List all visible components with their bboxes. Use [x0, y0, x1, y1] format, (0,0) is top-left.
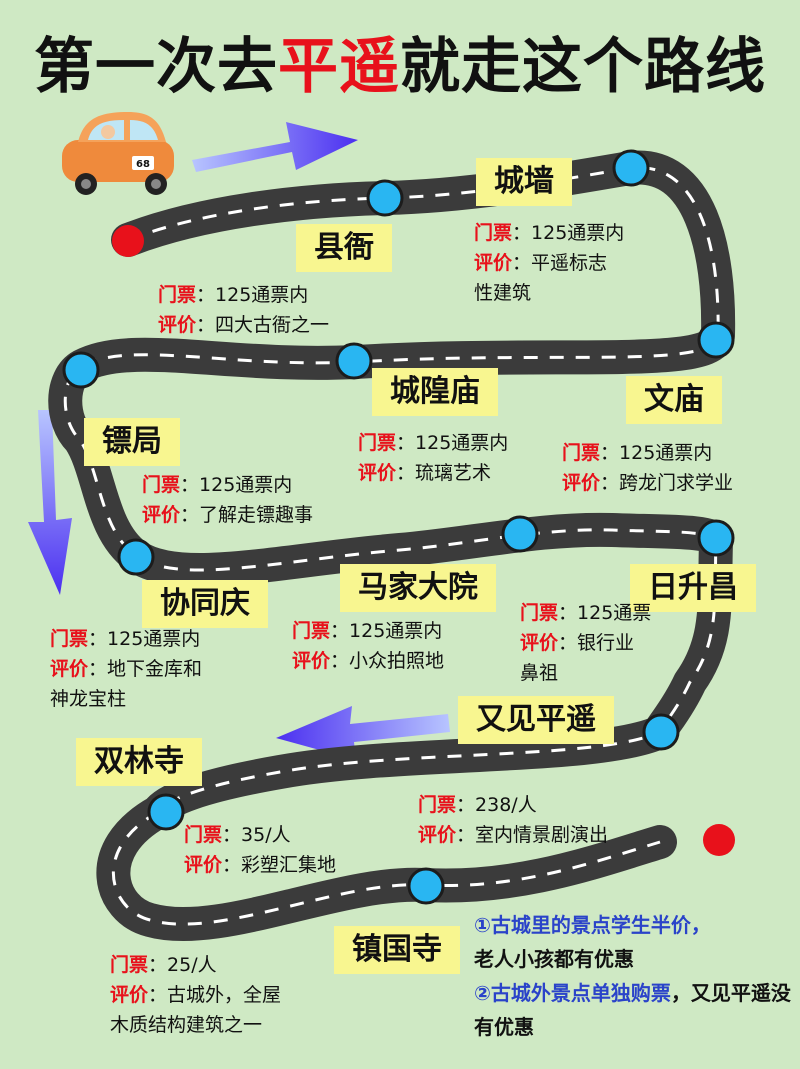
stop-info-biaoju: 门票：125通票内 评价：了解走镖趣事 — [142, 474, 314, 526]
road-path — [48, 150, 736, 942]
end-point-marker — [703, 824, 735, 856]
stop-label-majiadayuan: 马家大院 — [340, 564, 496, 612]
stop-marker-xianya — [366, 179, 404, 217]
tip-1-text: 老人小孩都有优惠 — [474, 947, 634, 971]
stop-marker-shuanglinsi — [147, 793, 185, 831]
tips-note: ①古城里的景点学生半价， 老人小孩都有优惠 ②古城外景点单独购票，又见平遥没有优… — [474, 908, 794, 1044]
stop-label-biaoju: 镖局 — [84, 418, 180, 466]
stop-marker-wenmiao — [697, 321, 735, 359]
page-title: 第一次去平遥就走这个路线 — [34, 32, 766, 102]
stop-marker-youjianpingyao — [642, 713, 680, 751]
stop-marker-xietongqing — [117, 538, 155, 576]
stop-label-xietongqing: 协同庆 — [142, 580, 268, 628]
stop-marker-rishengchang — [697, 519, 735, 557]
stop-info-rishengchang: 门票：125通票 评价：银行业 鼻祖 — [520, 602, 652, 684]
stop-label-chengqiang: 城墙 — [476, 158, 572, 206]
stop-label-youjianpingyao: 又见平遥 — [458, 696, 614, 744]
tip-2-highlight: ②古城外景点单独购票 — [474, 981, 671, 1005]
stop-info-zhenguosi: 门票：25/人 评价：古城外，全屋 木质结构建筑之一 — [110, 954, 282, 1036]
stop-label-wenmiao: 文庙 — [626, 376, 722, 424]
stop-label-chenghuangmiao: 城隍庙 — [372, 368, 498, 416]
stop-marker-zhenguosi — [407, 867, 445, 905]
stop-info-youjianpingyao: 门票：238/人 评价：室内情景剧演出 — [418, 794, 609, 846]
direction-arrow-down-icon — [28, 410, 72, 595]
stop-label-zhenguosi: 镇国寺 — [334, 926, 460, 974]
stop-info-majiadayuan: 门票：125通票内 评价：小众拍照地 — [292, 620, 445, 672]
stop-label-xianya: 县衙 — [296, 224, 392, 272]
tip-1-highlight: ①古城里的景点学生半价， — [474, 913, 711, 937]
start-point-marker — [112, 225, 144, 257]
stop-info-xietongqing: 门票：125通票内 评价：地下金库和 神龙宝柱 — [50, 628, 203, 710]
car-number: 68 — [136, 159, 150, 170]
stop-label-rishengchang: 日升昌 — [630, 564, 756, 612]
stop-info-xianya: 门票：125通票内 评价：四大古衙之一 — [158, 284, 330, 336]
stop-label-shuanglinsi: 双林寺 — [76, 738, 202, 786]
stop-marker-majiadayuan — [501, 515, 539, 553]
tip-2-text: ，又见平遥没有优惠 — [474, 981, 791, 1039]
stop-info-shuanglinsi: 门票：35/人 评价：彩塑汇集地 — [184, 824, 337, 876]
stop-marker-biaoju — [62, 351, 100, 389]
direction-arrow-left-icon — [276, 706, 450, 760]
stop-info-wenmiao: 门票：125通票内 评价：跨龙门求学业 — [562, 442, 734, 494]
stop-info-chengqiang: 门票：125通票内 评价：平遥标志 性建筑 — [474, 222, 625, 304]
stop-marker-chenghuangmiao — [335, 342, 373, 380]
direction-arrow-right-icon — [192, 122, 358, 172]
car-icon: 68 — [62, 112, 174, 195]
stop-info-chenghuangmiao: 门票：125通票内 评价：琉璃艺术 — [358, 432, 509, 484]
stop-marker-chengqiang — [612, 149, 650, 187]
